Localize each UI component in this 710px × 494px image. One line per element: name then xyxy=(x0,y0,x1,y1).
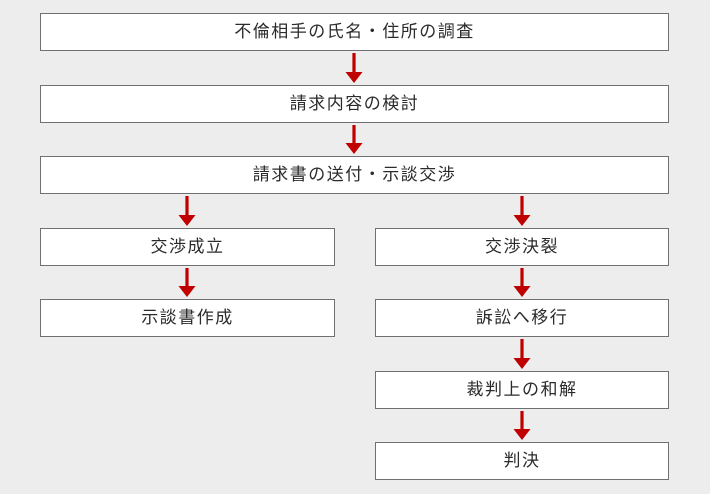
flow-node-invoice-settlement: 請求書の送付・示談交渉 xyxy=(40,156,669,194)
flow-node-claim-review: 請求内容の検討 xyxy=(40,85,669,123)
flow-node-label: 訴訟へ移行 xyxy=(475,307,569,328)
flow-node-negotiation-success: 交渉成立 xyxy=(40,228,335,266)
flow-node-label: 不倫相手の氏名・住所の調査 xyxy=(234,21,475,42)
flow-node-court-settlement: 裁判上の和解 xyxy=(375,371,669,409)
arrow-lawsuit-to-court-settlement xyxy=(511,339,533,369)
arrow-invoice-to-negotiation-success xyxy=(176,196,198,226)
flow-node-judgment: 判決 xyxy=(375,442,669,480)
arrow-investigation-to-claim-review xyxy=(343,53,365,83)
arrow-invoice-to-negotiation-failure xyxy=(511,196,533,226)
flow-node-label: 交渉決裂 xyxy=(485,236,559,257)
arrow-court-settlement-to-judgment xyxy=(511,411,533,440)
arrow-negotiation-failure-to-lawsuit xyxy=(511,268,533,297)
flow-node-move-to-lawsuit: 訴訟へ移行 xyxy=(375,299,669,337)
flow-node-label: 請求内容の検討 xyxy=(289,93,420,114)
flow-node-label: 交渉成立 xyxy=(150,236,225,257)
flow-node-label: 判決 xyxy=(503,450,541,471)
flow-node-label: 裁判上の和解 xyxy=(466,379,578,400)
flow-node-label: 請求書の送付・示談交渉 xyxy=(252,164,457,185)
flow-node-negotiation-failure: 交渉決裂 xyxy=(375,228,669,266)
arrow-claim-review-to-invoice xyxy=(343,125,365,154)
flow-node-label: 示談書作成 xyxy=(141,307,234,328)
flow-node-investigation: 不倫相手の氏名・住所の調査 xyxy=(40,13,669,51)
flow-node-settlement-document: 示談書作成 xyxy=(40,299,335,337)
arrow-negotiation-success-to-settlement-doc xyxy=(176,268,198,297)
